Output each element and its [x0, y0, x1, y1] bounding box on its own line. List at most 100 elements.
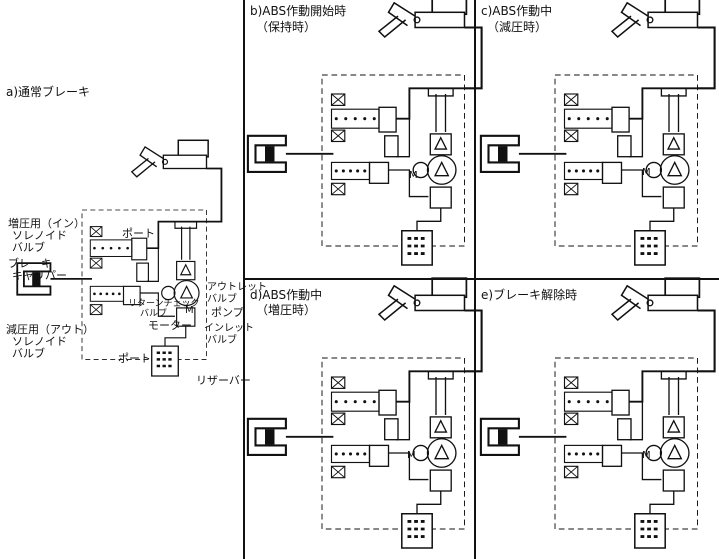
caption-e: e)ブレーキ解除時 — [481, 288, 578, 302]
master-pipe — [697, 26, 716, 90]
pipe-outlet — [140, 292, 175, 317]
inlet-solenoid-plunger-cross — [331, 412, 346, 425]
motor — [412, 161, 430, 179]
outlet-valve-triangle — [179, 263, 192, 276]
reservoir-spring — [640, 236, 660, 256]
pipe-outlet — [621, 452, 662, 481]
outlet-solenoid-valve-dot — [567, 452, 571, 456]
outlet-valve-body — [601, 161, 623, 184]
caption-c-line1: c)ABS作動中 — [481, 4, 553, 18]
pipe-inlet-return — [629, 118, 644, 158]
pump-top-connector — [427, 88, 454, 97]
master-pipe — [464, 26, 483, 90]
inlet-solenoid-valve-dot — [596, 117, 600, 121]
label-caliper-1: ブレーキ — [8, 257, 52, 270]
reservoir — [401, 513, 433, 549]
label-inlet-check-2: バルブ — [207, 335, 237, 346]
caption-c-line2: （減圧時） — [487, 20, 548, 34]
master-cylinder — [647, 294, 699, 312]
inlet-solenoid-valve-dot — [93, 246, 96, 250]
brake-lever — [130, 145, 164, 178]
outlet-valve-triangle — [433, 136, 448, 150]
outlet-solenoid-valve-dot — [356, 169, 360, 173]
reservoir — [151, 345, 179, 377]
inlet-solenoid-valve-dot — [372, 400, 376, 404]
caption-d-line2: （増圧時） — [256, 303, 317, 317]
label-motor: モーター — [148, 319, 192, 332]
reservoir-spring — [156, 351, 174, 368]
divider-horizontal — [244, 278, 719, 280]
label-caliper-2: キャリパー — [12, 269, 67, 282]
pump-body — [173, 279, 200, 307]
inlet-valve-body — [378, 106, 397, 133]
motor-symbol-d: M — [407, 450, 416, 461]
inlet-solenoid-valve-dot — [353, 400, 357, 404]
pump-body — [659, 438, 690, 468]
outlet-solenoid-core-cross — [331, 182, 346, 196]
inlet-solenoid-valve-dot — [577, 400, 581, 404]
caption-d-line1: d)ABS作動中 — [250, 288, 323, 302]
master-pipe — [464, 309, 483, 373]
outlet-solenoid-valve-dot — [341, 452, 345, 456]
inlet-solenoid-valve-dot — [577, 117, 581, 121]
reservoir-spring — [407, 519, 427, 539]
outlet-solenoid-core-cross — [564, 182, 579, 196]
pipe-inlet-return — [396, 401, 411, 441]
outlet-solenoid-valve-dot — [363, 452, 367, 456]
pump-triangle — [666, 443, 683, 460]
inlet-solenoid-valve-dot — [344, 400, 348, 404]
outlet-valve-body — [122, 285, 141, 306]
pump-feed — [435, 94, 447, 133]
lever-pivot — [646, 299, 654, 307]
inlet-solenoid-valve-dot — [353, 117, 357, 121]
outlet-valve-triangle — [666, 136, 681, 150]
master-reservoir — [177, 139, 209, 158]
inlet-solenoid-plunger-cross — [564, 129, 579, 142]
pump-body — [426, 438, 457, 468]
master-reservoir — [664, 277, 701, 299]
inlet-solenoid-valve-dot — [605, 400, 609, 404]
outlet-solenoid-valve-dot — [567, 169, 571, 173]
inlet-solenoid-plunger-cross — [90, 257, 103, 269]
pump-triangle — [179, 285, 194, 299]
pump-feed — [435, 377, 447, 416]
outlet-valve — [662, 133, 685, 156]
label-inlet-solenoid-3: バルブ — [12, 241, 45, 254]
inlet-solenoid-valve-dot — [109, 246, 113, 250]
pump-triangle — [666, 160, 683, 177]
master-line — [396, 370, 465, 403]
reservoir-spring — [640, 519, 660, 539]
return-check-valve — [617, 418, 632, 441]
master-reservoir — [431, 277, 468, 299]
outlet-solenoid-valve-dot — [363, 169, 367, 173]
label-inlet-solenoid-1: 増圧用（イン） — [8, 217, 85, 230]
inlet-solenoid-valve-dot — [344, 117, 348, 121]
inlet-valve-body — [611, 106, 630, 133]
label-outlet-solenoid-3: バルブ — [12, 347, 45, 360]
outlet-solenoid-valve-dot — [589, 452, 593, 456]
outlet-solenoid-valve-dot — [93, 292, 96, 296]
inlet-valve — [429, 186, 452, 209]
pipe-outlet — [621, 169, 662, 198]
pump-top-connector — [660, 88, 687, 97]
outlet-valve-triangle — [666, 419, 681, 433]
outlet-valve — [429, 416, 452, 439]
reservoir — [634, 513, 666, 549]
motor-symbol-b: M — [409, 170, 418, 181]
inlet-solenoid-plunger-cross — [331, 129, 346, 142]
pump-body — [659, 155, 690, 185]
brake-lever — [610, 1, 649, 39]
caliper-piston — [32, 272, 41, 286]
outlet-solenoid-valve-dot — [334, 169, 338, 173]
reservoir — [634, 230, 666, 266]
label-inlet-solenoid-2: ソレノイド — [12, 229, 67, 242]
pipe-inlet-return — [629, 401, 644, 441]
inlet-solenoid-core-cross — [564, 376, 579, 389]
outlet-solenoid-core-cross — [331, 465, 346, 479]
pump-body — [426, 155, 457, 185]
outlet-solenoid-valve-dot — [596, 452, 600, 456]
master-cylinder — [414, 11, 466, 29]
module-a — [16, 139, 223, 377]
